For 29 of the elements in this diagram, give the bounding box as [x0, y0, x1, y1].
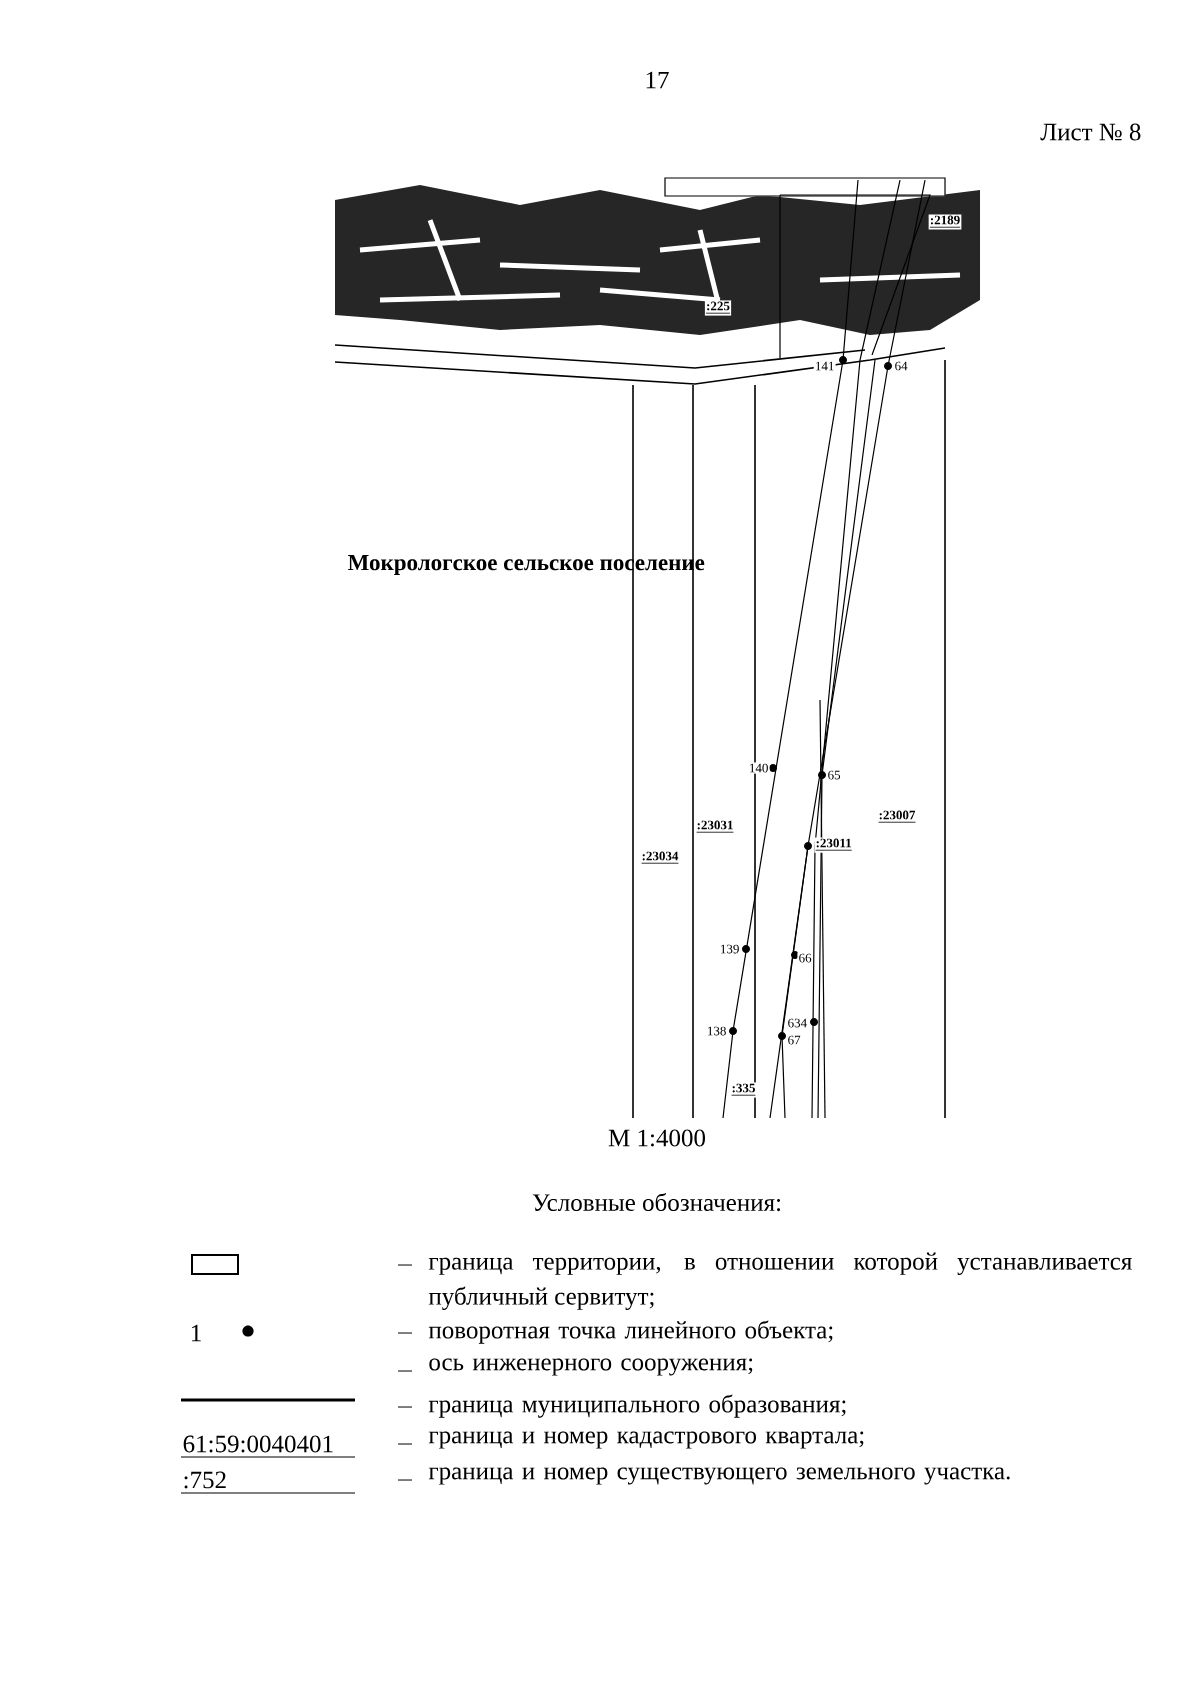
point-number: 65 [826, 769, 842, 781]
cadastral-number: :23011 [814, 837, 853, 853]
cadastral-number: :2189 [928, 214, 962, 230]
legend-text: поворотная точка линейного объекта; [428, 1320, 833, 1344]
cadastral-number: :225 [704, 300, 732, 316]
legend-text: граница муниципального образования; [428, 1394, 846, 1418]
point-number: 141 [813, 360, 836, 372]
legend-text: ось инженерного сооружения; [429, 1358, 753, 1376]
point-number: 138 [705, 1025, 728, 1037]
point-number: 64 [893, 360, 909, 372]
cadastral-number: :335 [730, 1082, 757, 1098]
point-number: 140 [747, 762, 770, 774]
point-number: 66 [797, 952, 813, 964]
legend-text: граница и номер кадастрового квартала; [428, 1431, 864, 1449]
legend-text: граница и номер существующего земельного участка. [428, 1467, 1010, 1485]
legend-sample: :752 [184, 1471, 226, 1489]
page-text: Лист № 8 [1040, 123, 1141, 141]
cadastral-number: :23007 [877, 809, 917, 825]
cadastral-number: :23031 [695, 819, 735, 835]
page-text: М 1:4000 [608, 1129, 705, 1147]
legend-sample: 1 [191, 1324, 201, 1342]
point-number: 139 [718, 943, 741, 955]
legend-text: граница территории, в отношении которой устанавливается публичный сервитут; [428, 1252, 1132, 1310]
legend-sample: 61:59:0040401 [183, 1435, 333, 1453]
page-text: 17 [646, 71, 669, 89]
cadastral-number: :23034 [640, 850, 680, 866]
point-number: 67 [786, 1034, 802, 1046]
page-text: Условные обозначения: [532, 1192, 780, 1212]
point-number: 634 [786, 1017, 809, 1029]
